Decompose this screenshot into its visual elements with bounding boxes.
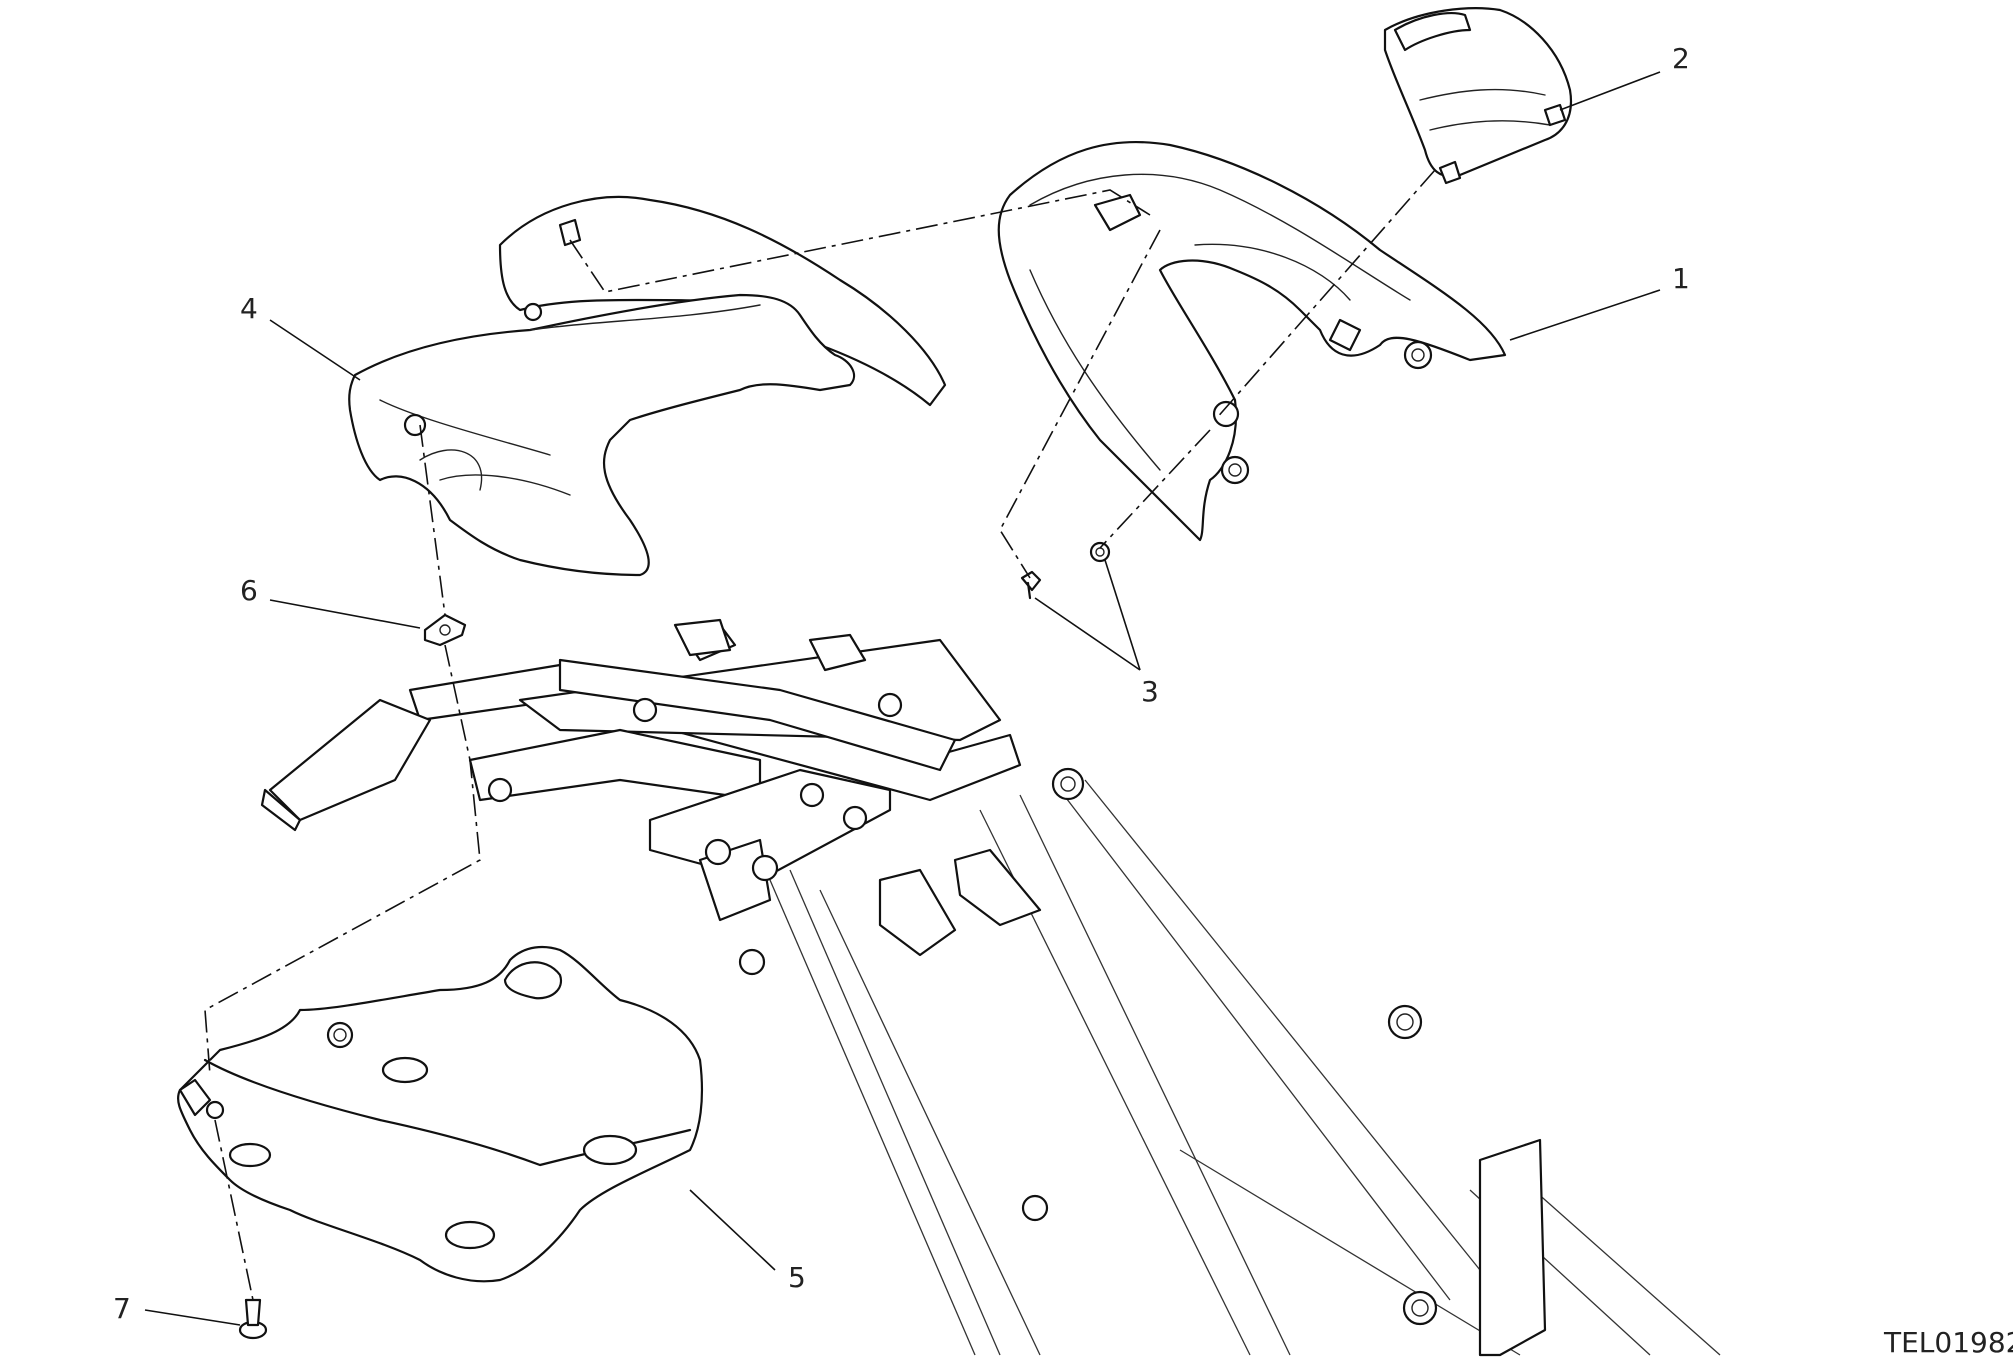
callout-4: 4 xyxy=(240,292,258,325)
part-7-screw xyxy=(238,1298,268,1340)
callout-2: 2 xyxy=(1672,42,1690,75)
part-5-lower-cover xyxy=(176,945,704,1283)
leader-lines xyxy=(144,71,1661,1326)
leader-2 xyxy=(1559,71,1661,111)
callout-7: 7 xyxy=(113,1292,131,1325)
callout-6: 6 xyxy=(240,574,258,607)
leader-4 xyxy=(269,319,361,381)
part-3-screws xyxy=(1020,541,1111,600)
alignment-lines xyxy=(204,169,1436,1301)
callout-3: 3 xyxy=(1141,675,1159,708)
callout-1: 1 xyxy=(1672,262,1690,295)
leader-5 xyxy=(689,1189,776,1271)
part-2-cap xyxy=(1383,7,1573,185)
drawing-code: TEL01982 xyxy=(1883,1326,2013,1359)
callout-5: 5 xyxy=(788,1261,806,1294)
part-4-seat-cover xyxy=(348,195,947,577)
callout-labels: 2 1 4 6 3 5 7 TEL01982 xyxy=(113,42,2013,1359)
leader-1 xyxy=(1509,289,1661,341)
leader-7 xyxy=(144,1309,241,1326)
part-6-clip xyxy=(423,613,467,647)
leader-3b xyxy=(1104,559,1141,671)
leader-6 xyxy=(269,599,421,629)
part-1-tail-cover xyxy=(997,140,1507,542)
rear-subframe xyxy=(260,618,1721,1357)
leader-3a xyxy=(1034,597,1141,671)
